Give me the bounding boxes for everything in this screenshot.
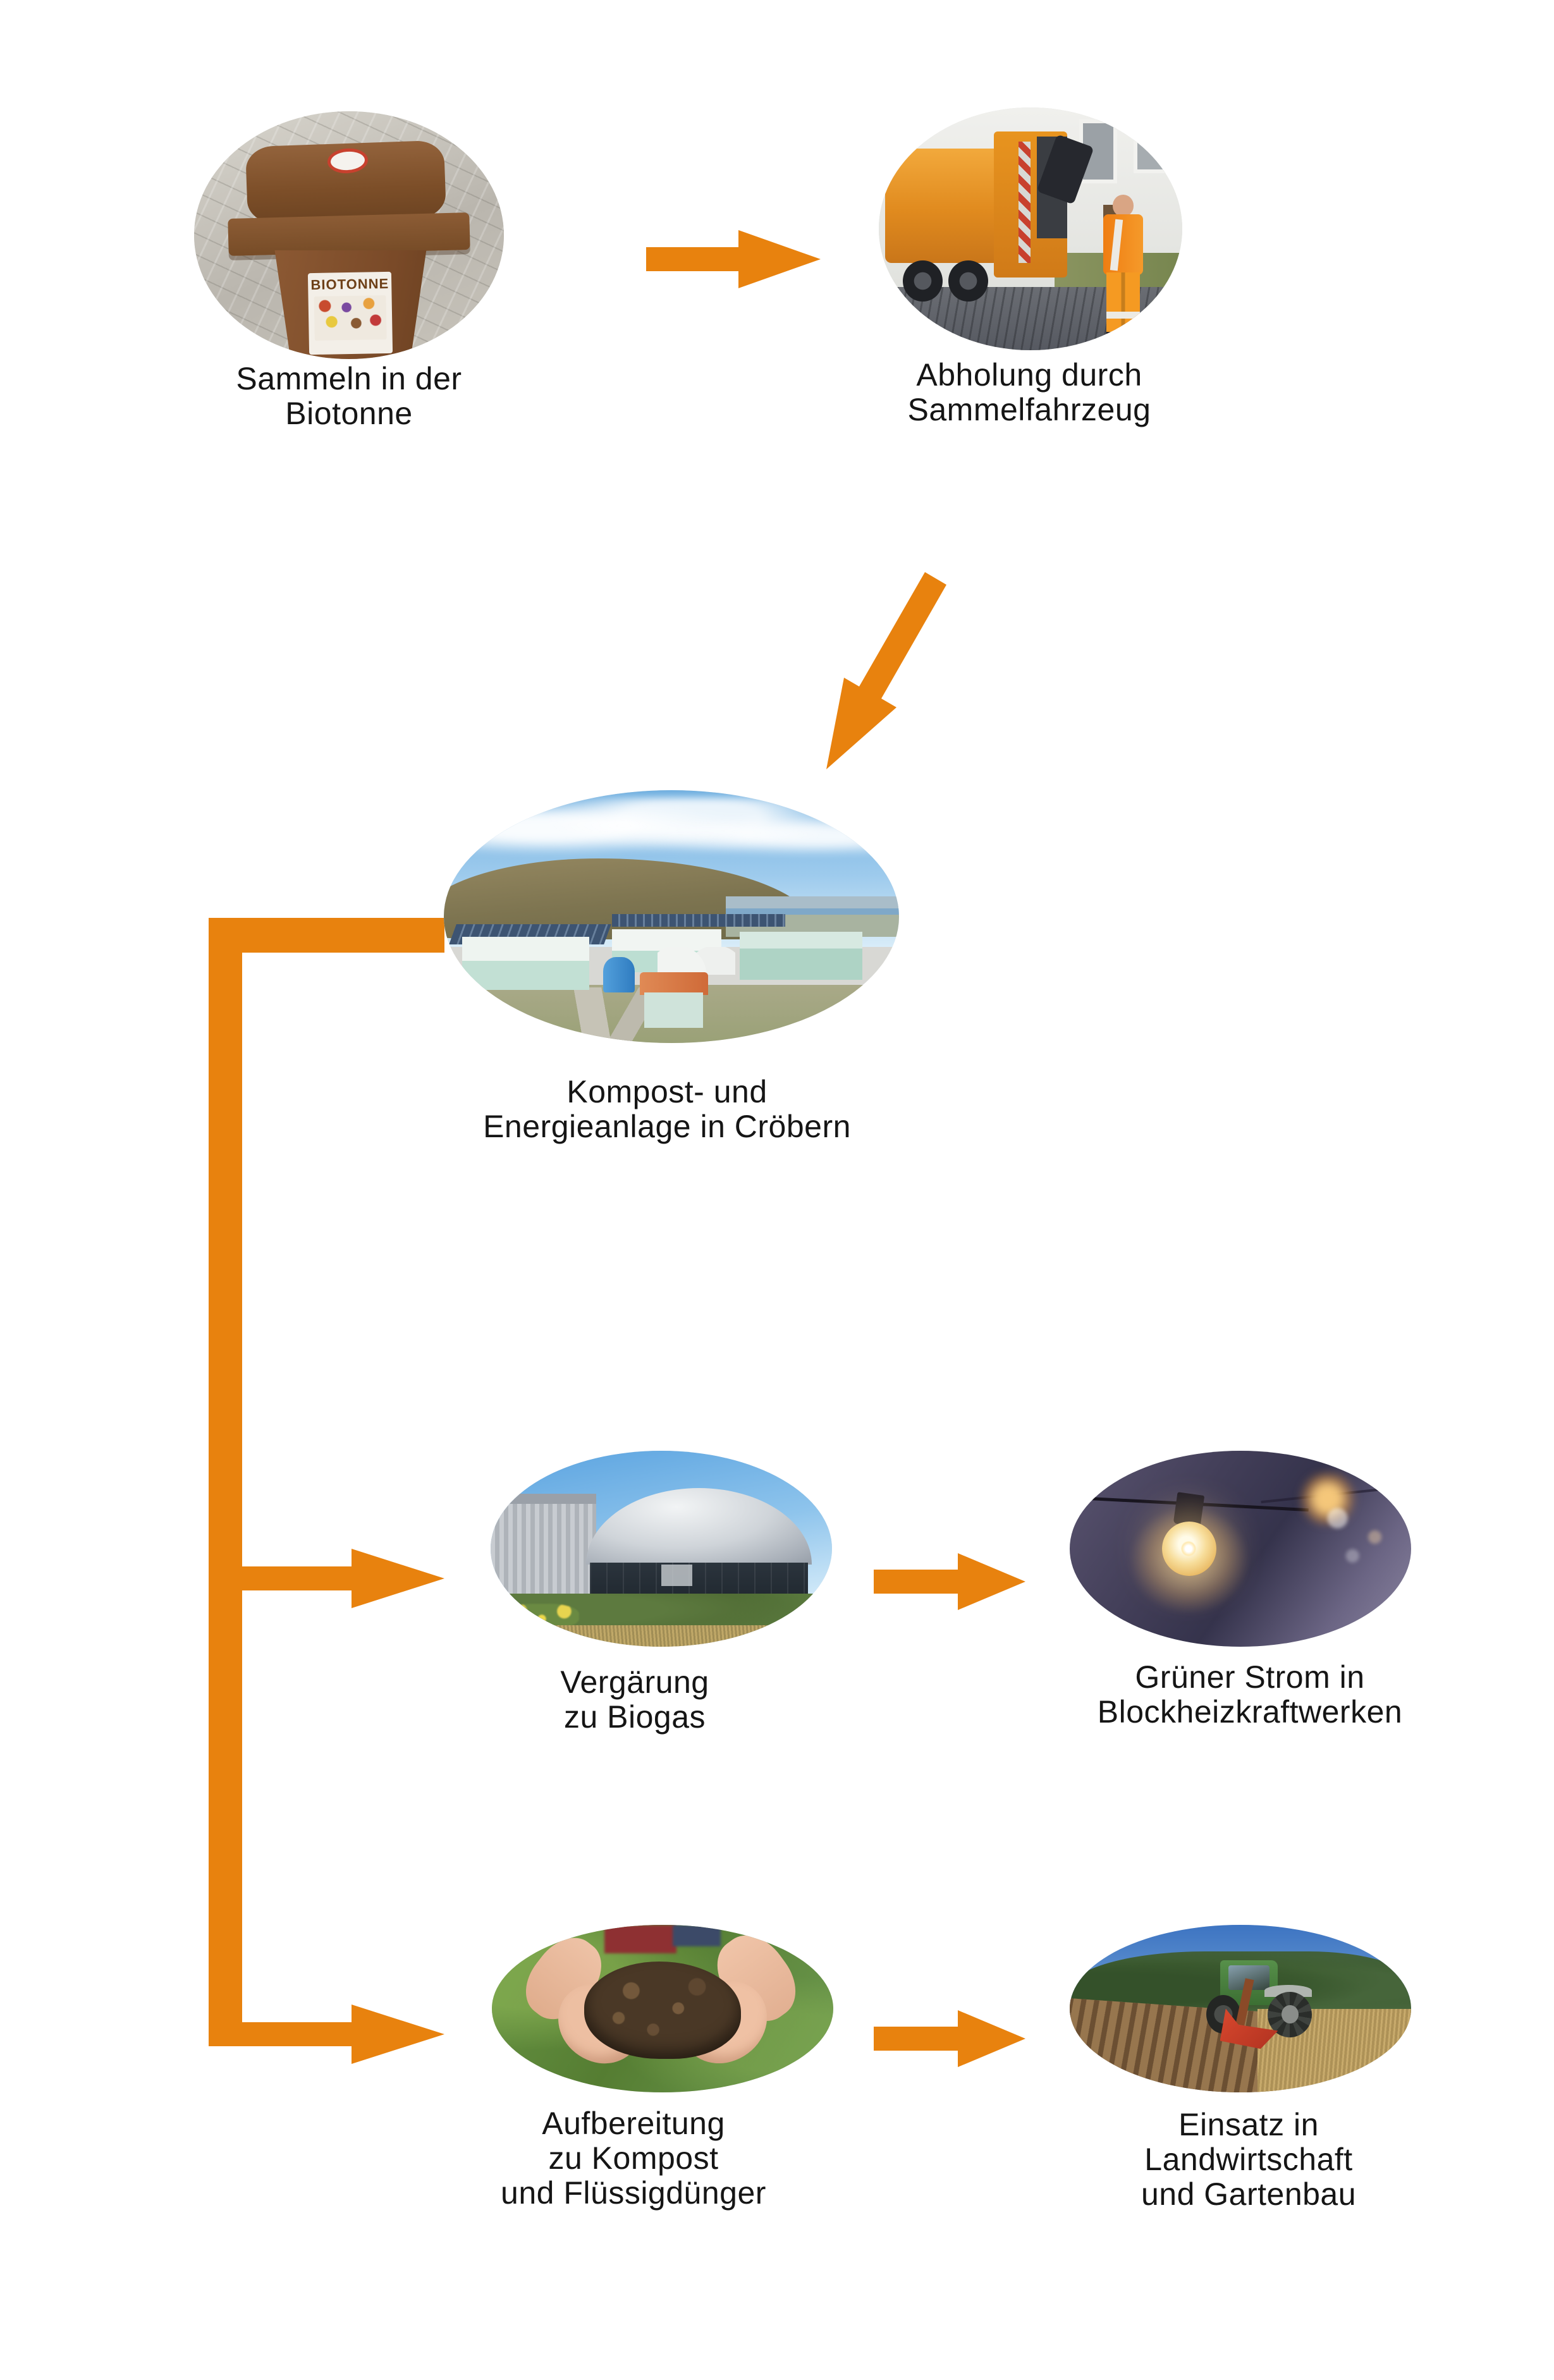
caption-line: und Flüssigdünger (501, 2175, 766, 2211)
bokeh-lights (1322, 1505, 1398, 1568)
caption-line: zu Biogas (563, 1699, 706, 1735)
caption-abholung: Abholung durch Sammelfahrzeug (650, 358, 1409, 427)
arrow-compost-to-farming-icon (874, 2010, 1025, 2067)
arrowhead-trunk-to-compost-icon (352, 2005, 444, 2064)
caption-line: Biotonne (285, 396, 413, 431)
bin-label: BIOTONNE (308, 271, 393, 355)
connector-plant-to-trunk (209, 918, 444, 953)
silo-roof (491, 1494, 597, 1506)
bin-label-text: BIOTONNE (310, 275, 389, 293)
worker-boots (1106, 332, 1140, 343)
blue-tank (603, 957, 635, 992)
compost-pile (584, 1962, 742, 2059)
connector-trunk-to-compost (209, 2022, 352, 2046)
caption-aufbereitung: Aufbereitung zu Kompost und Flüssigdünge… (254, 2106, 1013, 2211)
arrow-biogas-to-power-icon (874, 1553, 1025, 1610)
caption-line: Blockheizkraftwerken (1097, 1694, 1403, 1730)
caption-line: Sammeln in der (236, 361, 462, 396)
caption-biotonne: Sammeln in der Biotonne (0, 362, 728, 431)
caption-line: Grüner Strom in (1135, 1659, 1365, 1695)
wheel-hub (1281, 2005, 1299, 2024)
bin-label-art (314, 295, 388, 341)
worker-head (1112, 195, 1134, 217)
connector-trunk-vertical (209, 918, 242, 2046)
red-sleeve (604, 1925, 676, 1954)
arrow-trunk-to-biogas-icon (242, 1549, 444, 1608)
white-domes (658, 947, 735, 975)
warehouse (462, 937, 590, 990)
caption-line: zu Kompost (548, 2140, 719, 2176)
worker-trousers (1106, 272, 1140, 334)
jeans (673, 1925, 721, 1947)
worker-vest (1103, 214, 1143, 275)
warehouse (740, 932, 863, 980)
window-icon (1134, 114, 1169, 174)
dry-grass (491, 1625, 832, 1647)
caption-line: Aufbereitung (542, 2106, 725, 2141)
caption-line: Landwirtschaft (1144, 2142, 1353, 2177)
yellow-flowers (504, 1603, 580, 1630)
caption-anlage: Kompost- und Energieanlage in Cröbern (288, 1075, 1046, 1144)
caption-einsatz: Einsatz in Landwirtschaft und Gartenbau (869, 2108, 1554, 2212)
arrow-truck-to-plant-icon (826, 572, 946, 769)
caption-strom: Grüner Strom in Blockheizkraftwerken (871, 1660, 1554, 1730)
orange-roof-building (644, 992, 704, 1028)
clouds (467, 798, 876, 874)
caption-line: Vergärung (560, 1664, 709, 1700)
photo-vergaerung (491, 1451, 832, 1647)
catwalk (661, 1564, 692, 1586)
truck-body (884, 149, 1000, 263)
truck-wheel (948, 260, 988, 302)
bin-lid-brim (228, 212, 470, 256)
photo-gruener-strom (1070, 1451, 1411, 1647)
photo-biotonne: BIOTONNE (194, 111, 504, 359)
caption-vergaerung: Vergärung zu Biogas (255, 1665, 1014, 1735)
trouser-reflective-stripe (1106, 311, 1140, 319)
solar-panels (612, 914, 785, 927)
caption-line: und Gartenbau (1141, 2176, 1357, 2212)
caption-line: Energieanlage in Cröbern (483, 1109, 851, 1144)
caption-line: Kompost- und (566, 1074, 768, 1109)
caption-line: Sammelfahrzeug (907, 392, 1151, 427)
orange-roof (639, 972, 708, 995)
photo-sammelfahrzeug (879, 107, 1182, 350)
caption-line: Einsatz in (1178, 2107, 1319, 2142)
photo-landwirtschaft (1070, 1925, 1411, 2092)
truck-wheel (903, 260, 943, 302)
truck-hazard-stripes (1018, 141, 1031, 263)
arrow-bin-to-truck-icon (646, 230, 821, 288)
photo-kompost (492, 1925, 833, 2092)
bulb-filament (1180, 1541, 1196, 1557)
photo-kompost-energieanlage (444, 790, 899, 1043)
caption-line: Abholung durch (916, 357, 1142, 393)
